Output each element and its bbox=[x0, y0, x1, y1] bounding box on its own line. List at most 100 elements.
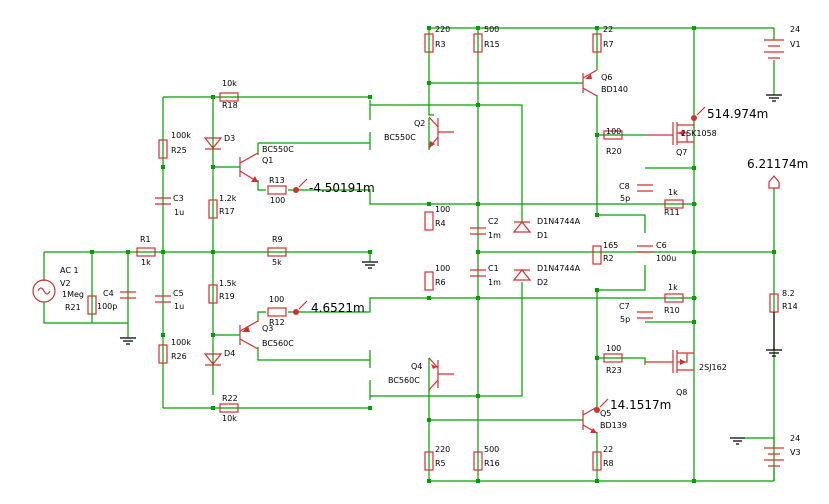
q1-name: Q1 bbox=[262, 156, 273, 165]
transistor-q7 bbox=[645, 122, 694, 145]
r26-name: R26 bbox=[171, 352, 187, 361]
c3-value: 1u bbox=[174, 208, 184, 217]
v1-value: 24 bbox=[790, 25, 800, 34]
transistor-q6 bbox=[582, 69, 598, 97]
resistor-r1 bbox=[136, 247, 156, 257]
r18-name: R18 bbox=[222, 101, 238, 110]
transistor-q2 bbox=[428, 116, 454, 149]
r23-value: 100 bbox=[606, 344, 621, 353]
r11-name: R11 bbox=[664, 208, 680, 217]
diode-d3 bbox=[203, 137, 223, 150]
d2-name: D2 bbox=[537, 278, 548, 287]
r16-value: 500 bbox=[484, 445, 499, 454]
ground-v3 bbox=[730, 437, 745, 445]
r25-value: 100k bbox=[171, 131, 191, 140]
resistor-r21 bbox=[87, 295, 97, 315]
probe-q5-value: 14.1517m bbox=[610, 398, 671, 412]
diode-d4 bbox=[203, 353, 223, 366]
q7-name: Q7 bbox=[676, 148, 687, 157]
r10-value: 1k bbox=[668, 283, 678, 292]
r2-value: 165 bbox=[603, 241, 618, 250]
probe-out-value: 6.21174m bbox=[747, 157, 808, 171]
r26-value: 100k bbox=[171, 338, 191, 347]
q4-value: BC560C bbox=[388, 376, 420, 385]
d1-name: D1 bbox=[537, 231, 548, 240]
resistor-r9 bbox=[267, 247, 287, 257]
q8-name: Q8 bbox=[676, 388, 687, 397]
probe-q5-marker bbox=[594, 398, 609, 413]
r7-value: 22 bbox=[603, 25, 613, 34]
capacitor-c2 bbox=[470, 227, 486, 235]
q2-value: BC550C bbox=[384, 133, 416, 142]
c5-value: 1u bbox=[174, 302, 184, 311]
resistor-r15 bbox=[473, 33, 483, 53]
r22-name: R22 bbox=[222, 394, 238, 403]
resistor-r20 bbox=[603, 130, 623, 140]
resistor-r13 bbox=[267, 185, 287, 195]
ground-load bbox=[766, 312, 782, 357]
r12-value: 100 bbox=[269, 295, 284, 304]
r17-value: 1.2k bbox=[219, 194, 237, 203]
q8-value: 2SJ162 bbox=[699, 363, 727, 372]
component-labels: 220 R3 500 R15 22 R7 24 V1 Q6 BD140 10k … bbox=[60, 25, 801, 468]
resistor-r11 bbox=[664, 199, 684, 209]
c2-name: C2 bbox=[488, 217, 499, 226]
probe-r12-value: 4.6521m bbox=[311, 301, 365, 315]
c5-name: C5 bbox=[173, 289, 184, 298]
resistor-r10 bbox=[664, 293, 684, 303]
resistor-r19 bbox=[208, 284, 218, 304]
r5-value: 220 bbox=[435, 445, 450, 454]
r6-value: 100 bbox=[435, 264, 450, 273]
c8-value: 5p bbox=[620, 194, 630, 203]
r1-name: R1 bbox=[140, 235, 151, 244]
r13-name: R13 bbox=[269, 176, 285, 185]
v2-value: 1Meg bbox=[62, 290, 84, 299]
ground-v1 bbox=[766, 94, 782, 102]
resistor-r18 bbox=[219, 92, 239, 102]
ground-input bbox=[120, 337, 136, 345]
c8-name: C8 bbox=[619, 182, 630, 191]
r4-name: R4 bbox=[435, 219, 446, 228]
capacitor-c4 bbox=[120, 291, 136, 299]
c2-value: 1m bbox=[488, 231, 501, 240]
transistor-q3 bbox=[239, 320, 259, 350]
r4-value: 100 bbox=[435, 205, 450, 214]
r21-name: R21 bbox=[65, 303, 81, 312]
q5-name: Q5 bbox=[600, 409, 611, 418]
r15-value: 500 bbox=[484, 25, 499, 34]
ground-mid bbox=[362, 261, 378, 269]
probe-r13-value: -4.50191m bbox=[309, 181, 375, 195]
r11-value: 1k bbox=[668, 188, 678, 197]
r14-value: 8.2 bbox=[782, 289, 795, 298]
r6-name: R6 bbox=[435, 278, 446, 287]
probe-out-marker bbox=[768, 175, 780, 189]
r14-name: R14 bbox=[782, 302, 798, 311]
r1-value: 1k bbox=[141, 258, 151, 267]
q2-name: Q2 bbox=[414, 119, 425, 128]
r3-name: R3 bbox=[435, 40, 446, 49]
battery-v1 bbox=[764, 39, 784, 59]
r7-name: R7 bbox=[603, 40, 614, 49]
c7-value: 5p bbox=[620, 315, 630, 324]
q6-name: Q6 bbox=[601, 73, 612, 82]
probe-r13-marker bbox=[293, 178, 308, 193]
transistor-q5 bbox=[582, 406, 598, 434]
r8-value: 22 bbox=[603, 445, 613, 454]
c1-value: 1m bbox=[488, 278, 501, 287]
r5-name: R5 bbox=[435, 459, 446, 468]
c3-name: C3 bbox=[173, 194, 184, 203]
r19-value: 1.5k bbox=[219, 279, 237, 288]
r10-name: R10 bbox=[664, 306, 680, 315]
q7-value: 2SK1058 bbox=[681, 129, 717, 138]
v2-name: V2 bbox=[60, 279, 71, 288]
q4-name: Q4 bbox=[411, 362, 422, 371]
transistor-q1 bbox=[239, 152, 259, 183]
r15-name: R15 bbox=[484, 40, 500, 49]
q5-value: BD139 bbox=[600, 421, 627, 430]
probe-r12-marker bbox=[293, 300, 308, 315]
resistor-r3 bbox=[424, 33, 434, 53]
q3-name: Q3 bbox=[262, 324, 273, 333]
r12-name: R12 bbox=[269, 318, 285, 327]
v1-name: V1 bbox=[790, 40, 801, 49]
resistor-r8 bbox=[592, 451, 602, 471]
